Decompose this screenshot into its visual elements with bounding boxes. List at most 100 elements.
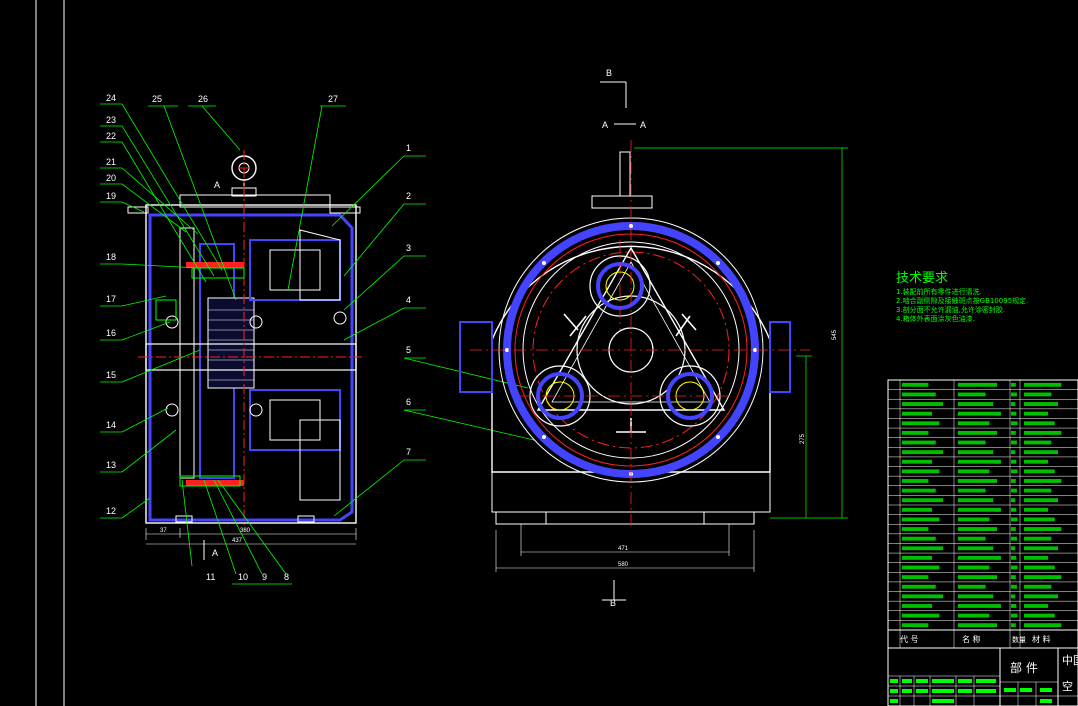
- part-number-6: 6: [406, 397, 411, 407]
- bill-of-materials: 代 号 名 称 数量 材 料: [887, 379, 1078, 649]
- bom-cell: [1011, 430, 1016, 435]
- part-number-27: 27: [328, 94, 338, 104]
- requirement-line-4: 4.箱体外表面涂灰色油漆.: [896, 314, 975, 323]
- bom-cell: [1011, 479, 1016, 483]
- bom-cell: [1011, 517, 1018, 522]
- part-number-12: 12: [106, 506, 116, 516]
- bom-cell: [1011, 469, 1018, 474]
- bom-cell: [958, 594, 994, 599]
- bom-cell: [958, 536, 986, 541]
- leader-lines-side-view: [100, 103, 535, 585]
- section-label-a-bottom: A: [212, 548, 218, 558]
- requirement-line-1: 1.装配前所有零件进行清洗.: [896, 287, 982, 296]
- part-numbers-right: 1 2 3 4 5 6 7: [406, 143, 411, 457]
- bom-cell: [902, 555, 933, 560]
- bom-cell: [1011, 555, 1017, 560]
- bom-cell: [902, 613, 940, 618]
- bom-cell: [902, 498, 944, 503]
- bom-cell: [902, 392, 936, 397]
- part-number-25: 25: [152, 94, 162, 104]
- bom-cell: [1011, 536, 1017, 541]
- bom-cell: [902, 421, 940, 426]
- bom-cell: [1011, 402, 1016, 406]
- bom-cell: [1024, 584, 1052, 589]
- bom-cell: [1011, 604, 1017, 608]
- bom-cell: [958, 623, 998, 628]
- part-number-20: 20: [106, 173, 116, 183]
- bom-cell: [902, 507, 933, 512]
- bom-cell: [1011, 575, 1016, 580]
- bom-cell: [1011, 440, 1017, 445]
- bom-cell: [1011, 498, 1016, 503]
- part-number-18: 18: [106, 252, 116, 262]
- bom-cell: [1024, 536, 1052, 541]
- bom-header-qty: 数量: [1012, 635, 1026, 644]
- part-number-5: 5: [406, 345, 411, 355]
- bom-cell: [958, 565, 990, 570]
- bom-cell: [1024, 623, 1062, 628]
- bom-cell: [958, 430, 998, 435]
- dim-380: 380: [240, 528, 251, 534]
- part-number-9: 9: [262, 572, 267, 582]
- bom-cell: [958, 479, 998, 483]
- bom-cell: [1024, 450, 1058, 455]
- bom-cell: [1011, 623, 1016, 628]
- bom-header-code: 代 号: [900, 634, 919, 644]
- technical-requirements: 技术要求 1.装配前所有零件进行清洗. 2.啮合副侧隙及接触斑点按GB10095…: [896, 271, 1028, 323]
- bom-cell: [902, 382, 929, 387]
- part-number-26: 26: [198, 94, 208, 104]
- bom-cell: [1011, 459, 1017, 464]
- bom-cell: [1024, 411, 1048, 416]
- part-number-2: 2: [406, 191, 411, 201]
- bom-cell: [902, 527, 929, 531]
- part-numbers-bottom: 11 10 9 8: [206, 572, 289, 582]
- bom-cell: [902, 469, 940, 474]
- bom-cell: [958, 527, 998, 531]
- bom-cell: [958, 488, 986, 493]
- bom-cell: [1011, 546, 1016, 551]
- section-label-b-bottom: B: [610, 598, 616, 608]
- bom-cell: [958, 584, 986, 589]
- bom-cell: [902, 584, 936, 589]
- bom-cell: [1024, 604, 1048, 608]
- bom-cell: [1011, 392, 1017, 397]
- part-number-16: 16: [106, 328, 116, 338]
- bom-cell: [1011, 382, 1016, 387]
- section-label-aa-left: A: [602, 120, 608, 130]
- bom-cell: [1024, 517, 1055, 522]
- bom-cell: [1024, 430, 1062, 435]
- bom-cell: [902, 575, 929, 580]
- bom-cell: [1024, 507, 1048, 512]
- bom-cell: [1024, 575, 1062, 580]
- bom-cell: [1024, 594, 1058, 599]
- bom-cell: [902, 411, 933, 416]
- part-number-21: 21: [106, 157, 116, 167]
- bom-cell: [958, 517, 990, 522]
- bom-cell: [958, 459, 1001, 464]
- dim-471: 471: [618, 546, 629, 552]
- requirement-line-2: 2.啮合副侧隙及接触斑点按GB10095规定.: [896, 296, 1028, 305]
- bom-cell: [1011, 584, 1017, 589]
- bom-cell: [1011, 421, 1018, 426]
- technical-requirements-title: 技术要求: [896, 271, 948, 286]
- part-number-15: 15: [106, 370, 116, 380]
- bom-cell: [1011, 450, 1016, 455]
- bom-cell: [902, 488, 936, 493]
- bom-cell: [902, 565, 940, 570]
- bom-header-name: 名 称: [962, 634, 981, 644]
- requirement-line-3: 3.剖分面不允许漏油,允许涂密封胶.: [896, 305, 1005, 314]
- bom-cell: [958, 555, 1001, 560]
- bom-cell: [1024, 498, 1058, 503]
- part-number-8: 8: [284, 572, 289, 582]
- part-number-23: 23: [106, 115, 116, 125]
- bom-cell: [902, 430, 929, 435]
- bom-cell: [1011, 527, 1016, 531]
- dim-275: 275: [800, 433, 806, 444]
- dim-37: 37: [160, 528, 167, 534]
- part-number-4: 4: [406, 295, 411, 305]
- section-label-b-top: B: [606, 68, 612, 78]
- bom-cell: [1024, 527, 1062, 531]
- bom-cell: [958, 575, 998, 580]
- bom-cell: [1011, 488, 1017, 493]
